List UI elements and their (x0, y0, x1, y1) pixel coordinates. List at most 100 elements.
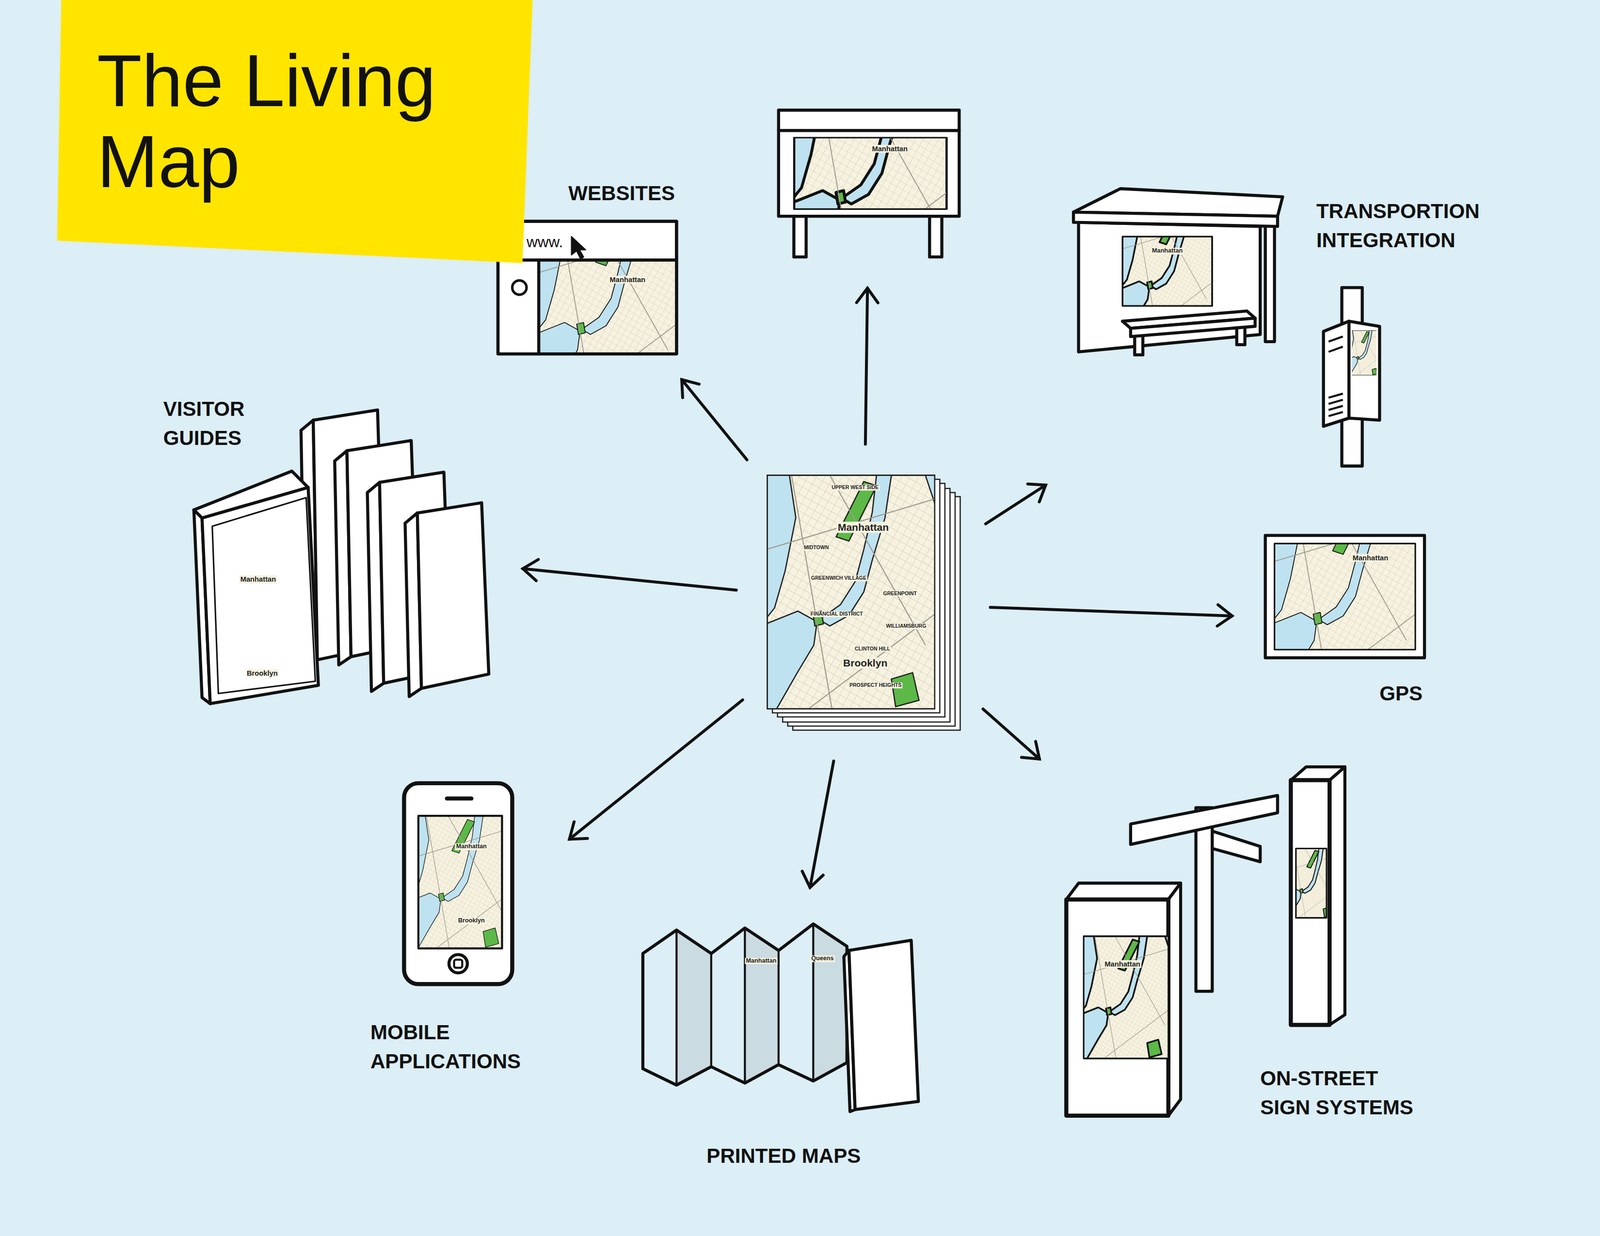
visitor-guides-part (202, 487, 319, 704)
arrow-shaft (865, 288, 868, 445)
bus-shelter (1073, 188, 1283, 355)
arrow-head (569, 821, 588, 840)
map-billboard-part (929, 216, 942, 257)
street-signs-part (1083, 936, 1169, 1059)
bus-shelter-part (1265, 216, 1275, 342)
map-billboard (778, 68, 960, 279)
visitor-guides (191, 410, 489, 704)
map-stack (766, 475, 960, 731)
map-billboard-part (793, 68, 947, 279)
mobile-phone-part (412, 816, 509, 949)
map-place-name: Brooklyn (457, 917, 486, 925)
flow-arrow (522, 559, 736, 591)
map-output: VISITOR GUIDES ManhattanBrooklyn (159, 391, 494, 706)
map-place-name: Manhattan (1151, 247, 1184, 255)
flow-arrow (990, 605, 1232, 627)
map-stack-part (766, 475, 937, 709)
arrow-shaft (681, 379, 747, 460)
map-place-name: Manhattan (1103, 960, 1142, 969)
bus-shelter-part (1122, 236, 1213, 306)
mobile-phone-part (418, 816, 503, 949)
flow-arrow (856, 288, 879, 445)
printed-map-part (848, 940, 919, 1110)
map-output: ManhattanON-STREET SIGN SYSTEMS (1061, 761, 1433, 1126)
map-place-name: Manhattan (1351, 554, 1390, 562)
browser-window-part (512, 280, 527, 295)
output-label: ON-STREET SIGN SYSTEMS (1260, 1064, 1424, 1123)
printed-map-part (640, 859, 849, 1146)
map-billboard-part (793, 216, 806, 257)
map-place-name: Manhattan (836, 521, 890, 533)
arrow-shaft (990, 607, 1232, 617)
visitor-guides-part (417, 502, 489, 689)
flow-arrow (802, 761, 834, 888)
printed-map-part (642, 924, 848, 1086)
flow-arrow (982, 709, 1040, 760)
map-place-name: WILLIAMSBURG (884, 623, 928, 630)
bus-shelter-part (1130, 318, 1256, 337)
arrow-head (1217, 605, 1233, 627)
street-signs-part (1066, 883, 1181, 900)
browser-window-part (571, 236, 586, 259)
flow-arrow (985, 483, 1046, 524)
pole-sign (1323, 287, 1381, 466)
map-place-name: GREENPOINT (881, 591, 918, 597)
map-place-name: Manhattan (608, 275, 647, 284)
map-place-name: Manhattan (870, 144, 909, 153)
output-label: GPS (1379, 682, 1423, 706)
street-signs-part (1081, 936, 1171, 1059)
output-label: VISITOR GUIDES (163, 394, 297, 453)
map-place-name: PROSPECT HEIGHTS (848, 682, 903, 689)
arrow-head (681, 379, 700, 398)
street-signs-part (1329, 767, 1345, 1025)
browser-window-part (497, 260, 677, 355)
gps-device-part (1274, 543, 1416, 650)
gps-device (1265, 499, 1425, 694)
arrow-head (522, 559, 539, 581)
title: The Living Map (96, 40, 526, 203)
mobile-phone-part (403, 783, 512, 985)
street-signs-part (1296, 848, 1327, 918)
map-billboard-part (793, 137, 947, 209)
gps-device-part (1274, 499, 1416, 694)
mobile-phone (403, 783, 512, 985)
visitor-guides-part (191, 496, 337, 696)
map-place-name: GREENWICH VILLAGE (810, 576, 868, 582)
arrow-shaft (982, 709, 1040, 760)
map-billboard-part (778, 110, 960, 131)
map-place-name: Manhattan (744, 958, 778, 965)
browser-window-part (497, 221, 677, 355)
map-place-name: Brooklyn (245, 669, 279, 678)
output-label: TRANSPORTION INTEGRATION (1316, 196, 1511, 256)
arrow-head (802, 871, 824, 888)
browser-window (497, 212, 677, 402)
output-label: MOBILE APPLICATIONS (370, 1018, 544, 1077)
arrow-head (1027, 483, 1046, 502)
map-place-name: UPPER WEST SIDE (830, 484, 880, 491)
visitor-guides-part (212, 497, 316, 694)
pole-sign-part (1347, 330, 1381, 376)
map-stack-part (767, 475, 935, 709)
map-place-name: Brooklyn (842, 657, 889, 669)
printed-map-part (676, 924, 814, 1086)
mobile-phone-part (454, 960, 463, 969)
map-output: TRANSPORTION INTEGRATION Manhattan (1069, 183, 1514, 470)
map-place-name: Queens (810, 955, 835, 963)
street-signs-part (1130, 795, 1278, 845)
map-place-name: Manhattan (239, 575, 278, 584)
street-signs-part (1196, 807, 1213, 992)
map-place-name: CLINTON HILL (853, 646, 892, 653)
map-output: ManhattanQueensPRINTED MAPS (636, 916, 925, 1174)
street-signs-part (1212, 831, 1261, 863)
source-map: UPPER WEST SIDEManhattanMIDTOWNGREENWICH… (765, 473, 961, 734)
mobile-phone-part (448, 954, 468, 974)
mobile-phone-part (447, 796, 472, 801)
address-text: www. (526, 233, 563, 251)
arrow-head (856, 288, 879, 304)
map-output: ManhattanGPS (1261, 531, 1429, 709)
printed-map (640, 859, 919, 1146)
output-label: WEBSITES (568, 181, 675, 206)
